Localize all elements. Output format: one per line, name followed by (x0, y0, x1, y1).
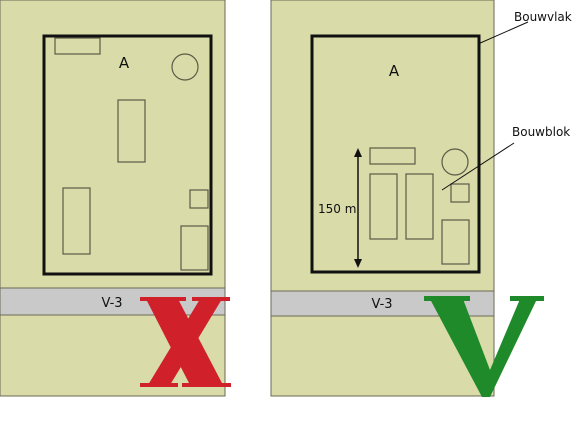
right-building-lower-right (441, 219, 470, 265)
right-building-left-pair-2 (405, 173, 434, 240)
right-building-left-pair-1 (369, 173, 398, 240)
check-icon (424, 296, 544, 397)
left-road (0, 287, 226, 316)
right-road-label: V-3 (371, 297, 392, 312)
right-bouwvlak-outline (310, 34, 481, 274)
left-bouwvlak-outline (42, 34, 213, 276)
left-building-small-right (189, 189, 209, 209)
left-road-label: V-3 (101, 296, 122, 311)
left-round-structure (171, 53, 199, 81)
right-building-top (369, 147, 416, 165)
left-building-center (117, 99, 146, 163)
right-parcel-top (270, 0, 495, 292)
left-panel: A V-3 (0, 0, 231, 397)
right-building-small-right (450, 183, 470, 203)
left-parcel-top (0, 0, 226, 289)
cross-icon (140, 297, 231, 387)
left-zone-label: A (119, 54, 130, 72)
right-panel: A 150 m V-3 Bouwvlak Bouwblok (270, 0, 572, 397)
right-zone-label: A (389, 62, 400, 80)
callout-line-bouwvlak (477, 21, 529, 45)
right-dimension-label: 150 m (318, 202, 356, 216)
left-building-top-left (54, 37, 101, 55)
dimension-arrow (354, 148, 362, 268)
right-round-structure (441, 148, 469, 176)
callout-bouwvlak-label: Bouwvlak (514, 10, 572, 24)
callout-line-bouwblok (441, 142, 515, 191)
left-building-lower-left (62, 187, 91, 255)
left-building-lower-right (180, 225, 209, 271)
callout-bouwblok-label: Bouwblok (512, 125, 570, 139)
